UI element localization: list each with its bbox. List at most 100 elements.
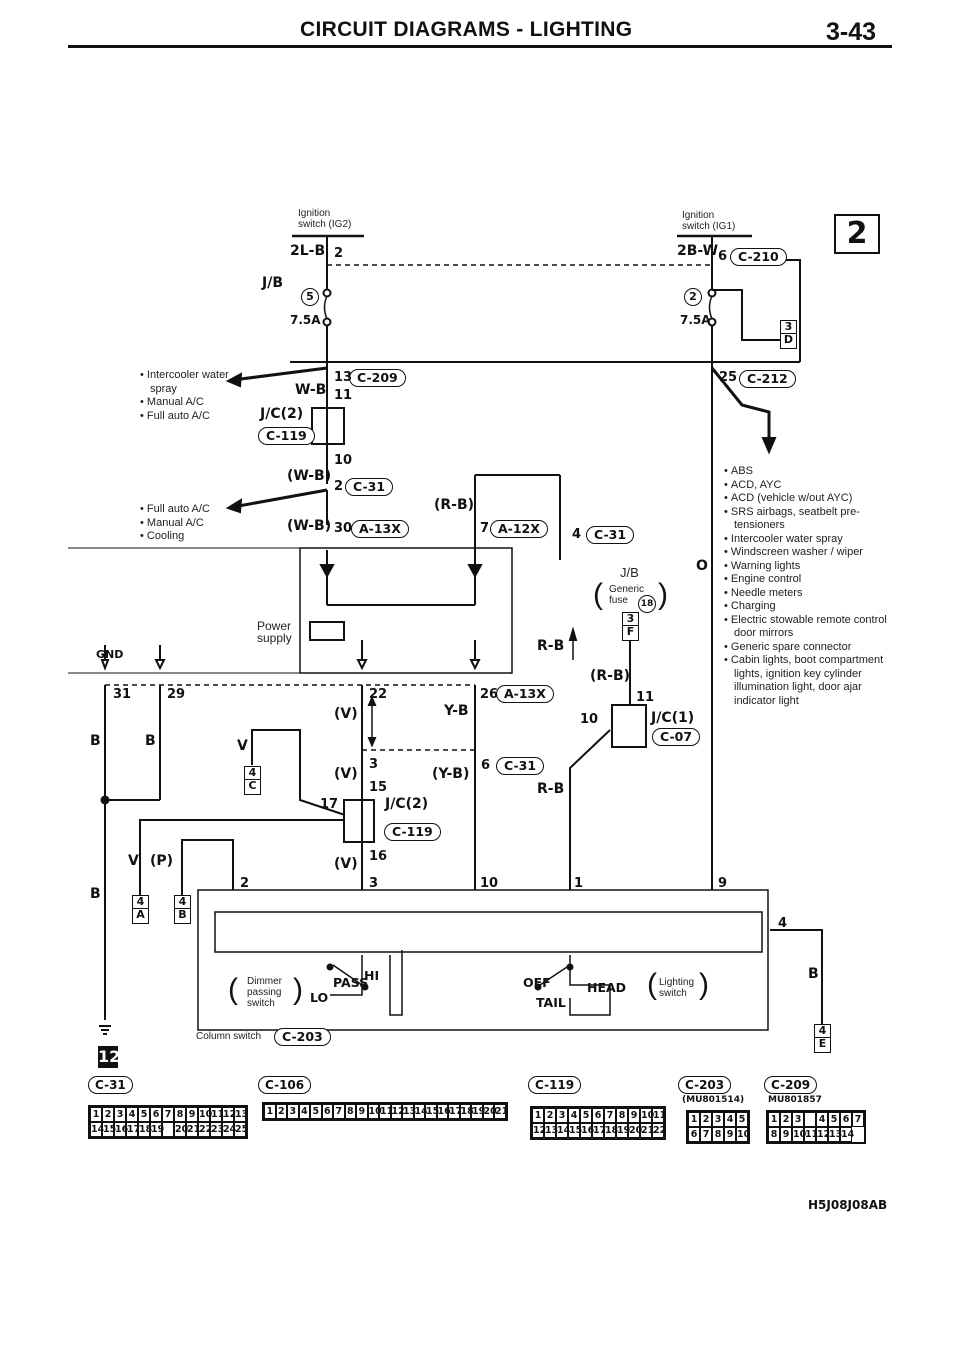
pin-4b: 4 bbox=[778, 916, 788, 931]
wire-rb-1: R-B bbox=[537, 638, 565, 654]
page-marker: 2 bbox=[834, 214, 880, 254]
view-c119-tag: C-119 bbox=[528, 1076, 582, 1094]
connector-pin-cell: 15 bbox=[425, 1104, 440, 1119]
page-number: 3-43 bbox=[826, 18, 877, 46]
connector-pin-cell: 11 bbox=[804, 1127, 819, 1142]
connector-pin-cell: 2 bbox=[700, 1112, 712, 1127]
wire-v-p3: (V) bbox=[334, 856, 358, 872]
connector-pin-cell: 10 bbox=[736, 1127, 751, 1142]
pin-16: 16 bbox=[369, 849, 388, 864]
connector-c119-lower: C-119 bbox=[384, 823, 441, 841]
connector-pin-cell: 1 bbox=[264, 1104, 276, 1119]
pin-2c: 2 bbox=[240, 876, 250, 891]
connector-pin-cell: 2 bbox=[102, 1107, 114, 1122]
connector-pin-cell: 6 bbox=[688, 1127, 700, 1142]
header-rule bbox=[68, 45, 892, 48]
connector-pin-cell: 21 bbox=[186, 1122, 201, 1137]
pin-26: 26 bbox=[480, 687, 499, 702]
pin-4: 4 bbox=[572, 527, 582, 542]
wire-rb-p2: (R-B) bbox=[590, 668, 631, 684]
paren-open: ( bbox=[593, 578, 603, 611]
pin-9: 9 bbox=[718, 876, 728, 891]
switch-tail: TAIL bbox=[536, 995, 566, 1010]
connector-pin-cell: 18 bbox=[459, 1104, 474, 1119]
note-right-item: Charging bbox=[724, 600, 892, 614]
connector-pin-cell: 6 bbox=[840, 1112, 852, 1127]
wire-wb-p2: (W-B) bbox=[287, 518, 332, 534]
connector-pin-cell: 16 bbox=[114, 1122, 129, 1137]
paren-close: ) bbox=[293, 973, 303, 1006]
power-supply-label: Power supply bbox=[257, 619, 292, 645]
pin-31: 31 bbox=[113, 687, 132, 702]
note-right-item: Electric stowable remote control door mi… bbox=[724, 614, 892, 641]
connector-pin-cell: 1 bbox=[532, 1108, 544, 1123]
switch-hi: HI bbox=[364, 968, 380, 983]
paren-close: ) bbox=[658, 578, 668, 611]
note-right-item: Windscreen washer / wiper bbox=[724, 546, 892, 560]
note-left-top-item: Full auto A/C bbox=[140, 410, 230, 424]
fuse-left-id: 5 bbox=[301, 288, 319, 306]
note-right-item: ACD (vehicle w/out AYC) bbox=[724, 492, 892, 506]
connector-c203: C-203 bbox=[274, 1028, 331, 1046]
connector-pin-cell: 14 bbox=[413, 1104, 428, 1119]
pin-2a: 2 bbox=[334, 246, 344, 261]
ignition-ig1-label: Ignition switch (IG1) bbox=[682, 210, 736, 232]
wire-jb-label: J/B bbox=[262, 275, 283, 291]
connector-a12x: A-12X bbox=[490, 520, 548, 538]
connector-pin-cell: 8 bbox=[344, 1104, 356, 1119]
connector-pin-cell: 11 bbox=[210, 1107, 225, 1122]
wire-v-p1: (V) bbox=[334, 706, 358, 722]
connector-a13x-b: A-13X bbox=[496, 685, 554, 703]
connector-pin-cell: 9 bbox=[780, 1127, 792, 1142]
jb-generic-title: J/B bbox=[620, 565, 639, 580]
dimmer-switch-label: Dimmer passing switch bbox=[247, 976, 282, 1009]
connector-pin-cell: 4 bbox=[816, 1112, 828, 1127]
fuse-right-rating: 7.5A bbox=[680, 313, 711, 327]
note-right-item: Needle meters bbox=[724, 587, 892, 601]
note-right-item: Intercooler water spray bbox=[724, 533, 892, 547]
connector-pin-cell: 21 bbox=[640, 1123, 655, 1138]
switch-off: OFF bbox=[523, 975, 551, 990]
pin-10b: 10 bbox=[480, 876, 499, 891]
switch-head: HEAD bbox=[587, 980, 627, 995]
connector-c119-upper: C-119 bbox=[258, 427, 315, 445]
connector-pin-cell: 22 bbox=[652, 1123, 667, 1138]
connector-pin-cell: 13 bbox=[544, 1123, 559, 1138]
view-c209-tag: C-209 bbox=[764, 1076, 818, 1094]
connector-pin-cell: 20 bbox=[628, 1123, 643, 1138]
note-right-item: ABS bbox=[724, 465, 892, 479]
connector-pin-cell: 11 bbox=[379, 1104, 394, 1119]
connector-c210: C-210 bbox=[730, 248, 787, 266]
wire-yb: Y-B bbox=[444, 703, 469, 719]
connector-pin-cell: 1 bbox=[90, 1107, 102, 1122]
connector-c212: C-212 bbox=[739, 370, 796, 388]
connector-pin-cell: 23 bbox=[210, 1122, 225, 1137]
connector-pin-cell: 10 bbox=[640, 1108, 655, 1123]
connector-pin-cell: 7 bbox=[852, 1112, 864, 1127]
connector-pin-cell: 12 bbox=[222, 1107, 237, 1122]
pin-11b: 11 bbox=[636, 690, 655, 705]
note-right-item: Engine control bbox=[724, 573, 892, 587]
connector-pin-cell: 20 bbox=[174, 1122, 189, 1137]
wire-yb-p: (Y-B) bbox=[432, 766, 470, 782]
connector-pin-cell: 3 bbox=[556, 1108, 568, 1123]
connector-pin-cell: 7 bbox=[700, 1127, 712, 1142]
connector-pin-cell: 3 bbox=[792, 1112, 804, 1127]
connector-pin-cell: 14 bbox=[556, 1123, 571, 1138]
wire-2bw: 2B-W bbox=[677, 243, 719, 259]
connector-c209: C-209 bbox=[349, 369, 406, 387]
fuse-left-rating: 7.5A bbox=[290, 313, 321, 327]
connector-pin-cell: 5 bbox=[580, 1108, 592, 1123]
paren-close: ) bbox=[699, 968, 709, 1001]
connector-pin-cell: 7 bbox=[333, 1104, 345, 1119]
view-c203-part: (MU801514) bbox=[682, 1095, 745, 1105]
jb-generic-sub: Generic fuse bbox=[609, 584, 645, 606]
connector-pin-cell: 6 bbox=[321, 1104, 333, 1119]
fuse-18-badge: 18 bbox=[638, 595, 656, 613]
connector-pin-cell: 11 bbox=[652, 1108, 667, 1123]
